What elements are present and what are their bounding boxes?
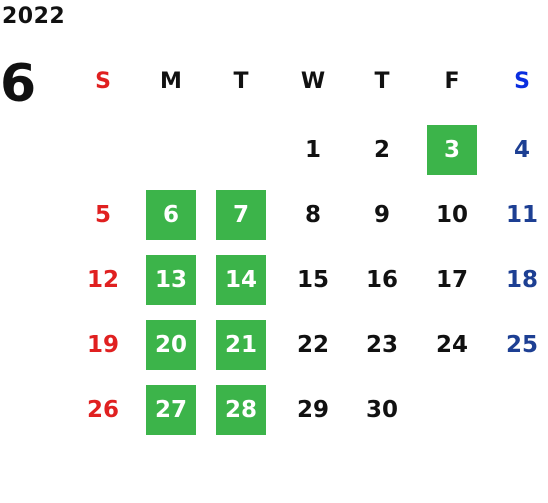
day-cell-11[interactable]: 11: [505, 202, 538, 228]
day-cell-27[interactable]: 27: [146, 385, 196, 435]
day-cell-4[interactable]: 4: [513, 137, 530, 163]
weekday-header-friday: F: [444, 68, 460, 94]
day-cell-29[interactable]: 29: [296, 397, 329, 423]
day-cell-10[interactable]: 10: [435, 202, 468, 228]
day-cell-24[interactable]: 24: [435, 332, 468, 358]
day-cell-12[interactable]: 12: [86, 267, 119, 293]
day-cell-25[interactable]: 25: [505, 332, 538, 358]
day-cell-1[interactable]: 1: [304, 137, 321, 163]
day-cell-15[interactable]: 15: [296, 267, 329, 293]
day-cell-5[interactable]: 5: [94, 202, 111, 228]
day-cell-9[interactable]: 9: [373, 202, 390, 228]
day-cell-28[interactable]: 28: [216, 385, 266, 435]
day-cell-3[interactable]: 3: [427, 125, 477, 175]
weekday-header-sunday: S: [95, 68, 111, 94]
weekday-header-monday: M: [160, 68, 182, 94]
year-label: 2022: [2, 4, 66, 29]
weekday-header-wednesday: W: [300, 68, 326, 94]
day-cell-20[interactable]: 20: [146, 320, 196, 370]
weekday-header-saturday: S: [514, 68, 530, 94]
day-cell-19[interactable]: 19: [86, 332, 119, 358]
day-cell-23[interactable]: 23: [365, 332, 398, 358]
weekday-header-thursday: T: [374, 68, 390, 94]
day-cell-14[interactable]: 14: [216, 255, 266, 305]
day-cell-18[interactable]: 18: [505, 267, 538, 293]
day-cell-2[interactable]: 2: [373, 137, 390, 163]
day-cell-8[interactable]: 8: [304, 202, 321, 228]
day-cell-30[interactable]: 30: [365, 397, 398, 423]
day-cell-17[interactable]: 17: [435, 267, 468, 293]
weekday-header-tuesday: T: [233, 68, 249, 94]
month-number: 6: [0, 54, 37, 114]
day-cell-22[interactable]: 22: [296, 332, 329, 358]
day-cell-21[interactable]: 21: [216, 320, 266, 370]
day-cell-13[interactable]: 13: [146, 255, 196, 305]
day-cell-26[interactable]: 26: [86, 397, 119, 423]
day-cell-7[interactable]: 7: [216, 190, 266, 240]
day-cell-6[interactable]: 6: [146, 190, 196, 240]
day-cell-16[interactable]: 16: [365, 267, 398, 293]
